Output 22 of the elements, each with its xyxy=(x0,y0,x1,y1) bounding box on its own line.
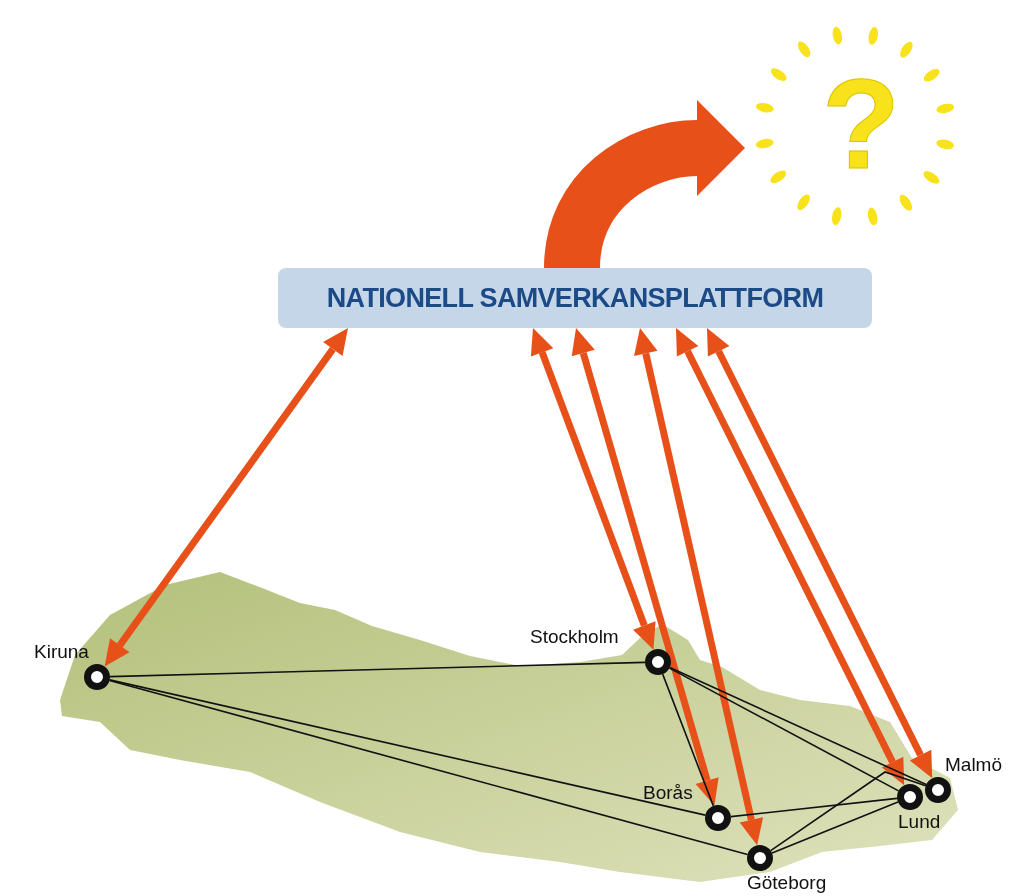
connector-line xyxy=(109,661,646,678)
arrow xyxy=(634,328,764,846)
connector-line xyxy=(661,673,715,807)
city-label: Göteborg xyxy=(747,871,827,895)
arrow xyxy=(544,100,745,271)
question-mark: ? xyxy=(822,54,901,194)
city-label: Borås xyxy=(643,781,693,805)
connector-line xyxy=(730,797,898,818)
city-label: Stockholm xyxy=(530,625,619,649)
arrow xyxy=(530,328,656,650)
arrow xyxy=(707,328,933,779)
arrow xyxy=(571,328,719,806)
platform-box: NATIONELL SAMVERKANSPLATTFORM xyxy=(278,268,872,328)
arrow xyxy=(104,328,348,667)
connector-line xyxy=(771,801,899,854)
connector-line xyxy=(108,679,749,856)
connector-line xyxy=(108,679,707,816)
arrow xyxy=(676,328,905,786)
connector-line xyxy=(669,666,927,786)
city-label: Kiruna xyxy=(34,640,89,664)
city-label: Malmö xyxy=(945,753,1002,777)
city-label: Lund xyxy=(898,810,941,834)
